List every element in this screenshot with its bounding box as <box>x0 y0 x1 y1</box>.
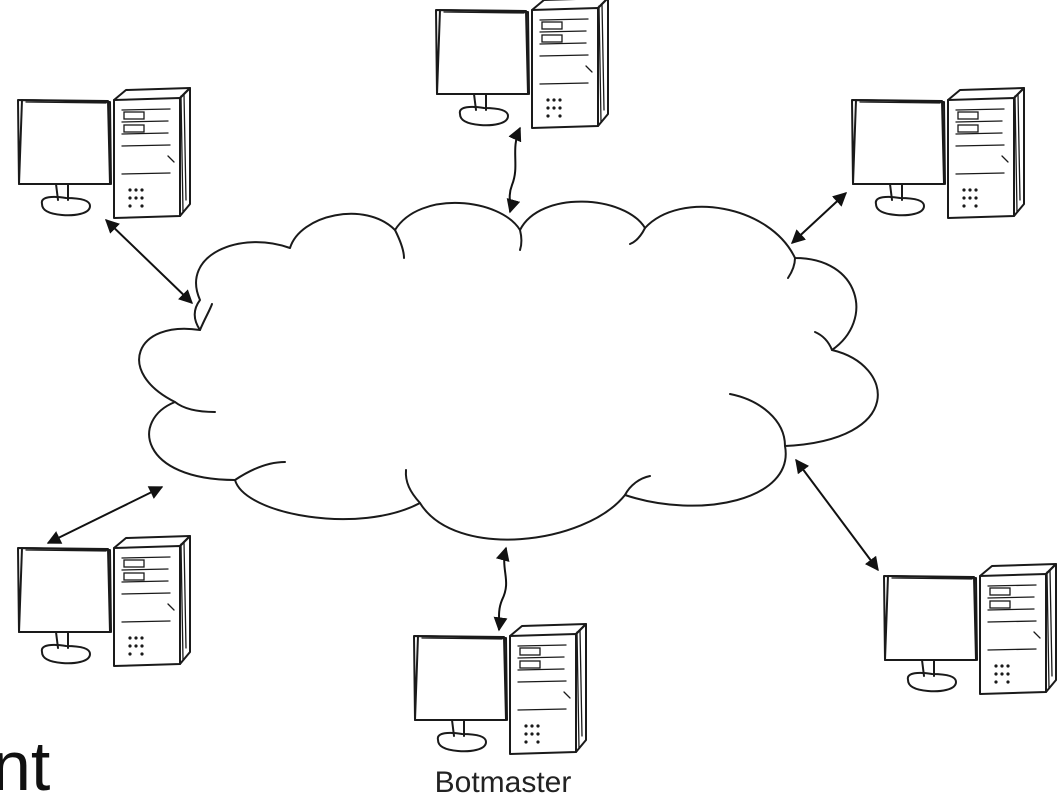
computer-icon-botmaster <box>413 623 587 755</box>
connection-arrow-top-center <box>506 126 522 214</box>
network-cloud-icon <box>138 200 879 541</box>
computer-icon-top-left <box>17 87 191 219</box>
connection-arrow-top-left <box>104 219 194 304</box>
cropped-text-fragment: nt <box>0 727 50 800</box>
botmaster-label: Botmaster <box>435 766 572 799</box>
computer-icon-bottom-right <box>883 563 1057 695</box>
computer-icon-top-center <box>435 0 609 129</box>
computer-icon-bottom-left <box>17 535 191 667</box>
connection-arrow-top-right <box>790 192 848 244</box>
connection-arrow-botmaster <box>493 546 510 632</box>
connection-arrow-bottom-right <box>795 458 879 572</box>
connection-arrow-bottom-left <box>46 486 164 544</box>
computer-icon-top-right <box>851 87 1025 219</box>
